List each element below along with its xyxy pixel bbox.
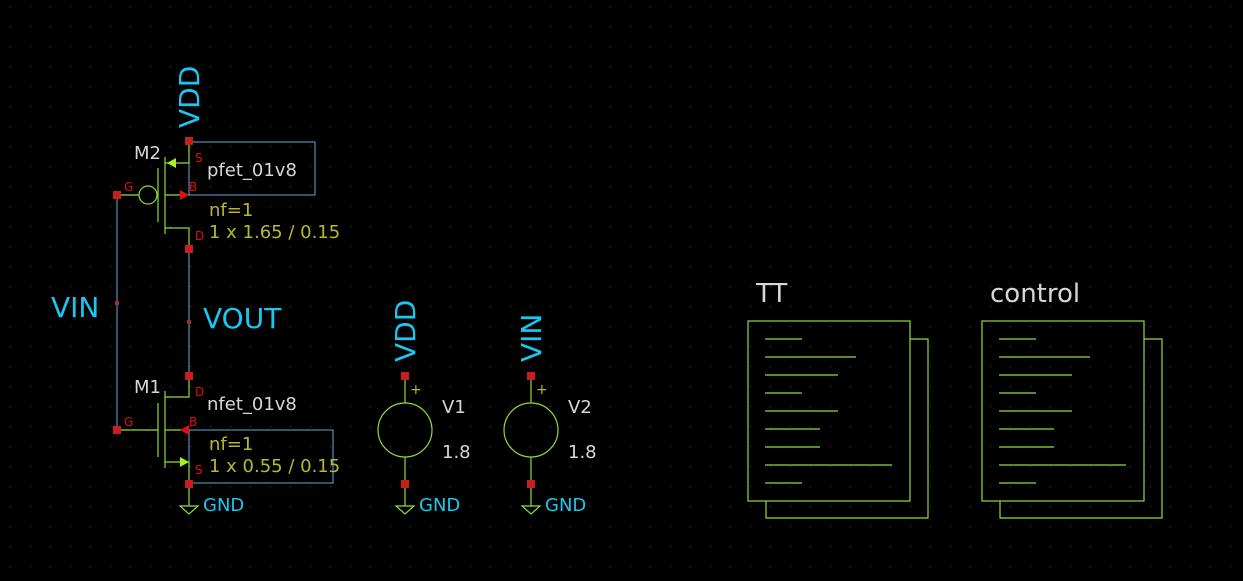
- code-block-control[interactable]: control: [981, 279, 1163, 519]
- vin-net-marker: [115, 301, 119, 305]
- v2-gnd-icon: [520, 505, 542, 515]
- m1-pin-d: D: [195, 385, 204, 399]
- m2-drain-terminal[interactable]: [185, 245, 193, 253]
- m1-drain-lead: [165, 376, 190, 398]
- v1-gnd-label[interactable]: GND: [419, 495, 460, 516]
- net-label-gnd-m1[interactable]: GND: [203, 495, 244, 516]
- m2-body-arrow-icon: [180, 190, 189, 200]
- wires: [115, 195, 191, 430]
- v1-plus-sign: +: [410, 382, 422, 398]
- m2-selection-box: [188, 141, 316, 196]
- m1-body-arrow-icon: [180, 425, 189, 435]
- m2-pin-b: B: [189, 180, 197, 194]
- m1-pin-s: S: [195, 463, 203, 477]
- m1-size: 1 x 0.55 / 0.15: [209, 456, 340, 477]
- m1-pin-b: B: [189, 415, 197, 429]
- m1-gnd-icon: [178, 505, 200, 515]
- code-block-icon: [747, 320, 929, 519]
- code-block-tt-title: TT: [755, 279, 787, 309]
- v1-minus-terminal[interactable]: [401, 480, 409, 488]
- m1-selection-box: [188, 429, 334, 484]
- m2-nf: nf=1: [209, 200, 253, 221]
- m2-pfet[interactable]: S G B D M2 pfet_01v8 nf=1 1 x 1.65 / 0.1…: [113, 137, 340, 253]
- vout-net-marker: [187, 320, 191, 324]
- m1-pin-g: G: [124, 415, 133, 429]
- m2-source-arrow-icon: [167, 158, 176, 168]
- net-label-vout[interactable]: VOUT: [203, 302, 282, 335]
- code-block-tt[interactable]: TT: [747, 279, 929, 519]
- m1-gate-terminal[interactable]: [113, 426, 121, 434]
- m1-nf: nf=1: [209, 434, 253, 455]
- m1-source-terminal[interactable]: [185, 480, 193, 488]
- v2-plus-terminal[interactable]: [527, 372, 535, 380]
- m2-size: 1 x 1.65 / 0.15: [209, 222, 340, 243]
- m2-gate-bubble-icon: [138, 185, 158, 205]
- m2-model: pfet_01v8: [207, 160, 297, 181]
- m2-pin-g: G: [124, 180, 133, 194]
- m2-pin-d: D: [195, 229, 204, 243]
- m2-source-terminal[interactable]: [185, 137, 193, 145]
- v1-net-label[interactable]: VDD: [389, 300, 422, 362]
- v1-value: 1.8: [442, 442, 471, 463]
- v1-name: V1: [442, 397, 466, 418]
- m2-drain-lead: [165, 227, 190, 249]
- v2-value: 1.8: [568, 442, 597, 463]
- net-label-vin[interactable]: VIN: [51, 291, 99, 324]
- v2-name: V2: [568, 397, 592, 418]
- v2-plus-sign: +: [536, 382, 548, 398]
- m2-pin-s: S: [195, 151, 203, 165]
- m2-name: M2: [134, 143, 161, 164]
- m1-name: M1: [134, 377, 161, 398]
- v1-plus-terminal[interactable]: [401, 372, 409, 380]
- m1-nfet[interactable]: D G B S M1 nfet_01v8 nf=1 1 x 0.55 / 0.1…: [113, 372, 340, 515]
- v2-voltage-source[interactable]: + V2 1.8 VIN GND: [503, 314, 597, 516]
- code-block-control-title: control: [990, 279, 1080, 309]
- v1-voltage-source[interactable]: + V1 1.8 VDD GND: [377, 300, 471, 516]
- v2-gnd-label[interactable]: GND: [545, 495, 586, 516]
- m1-model: nfet_01v8: [207, 394, 297, 415]
- m1-drain-terminal[interactable]: [185, 372, 193, 380]
- v2-minus-terminal[interactable]: [527, 480, 535, 488]
- code-block-icon: [981, 320, 1163, 519]
- v1-gnd-icon: [394, 505, 416, 515]
- net-label-vdd-m2[interactable]: VDD: [173, 66, 206, 128]
- m2-gate-terminal[interactable]: [113, 191, 121, 199]
- m1-source-arrow-icon: [180, 457, 189, 467]
- v2-net-label[interactable]: VIN: [515, 314, 548, 362]
